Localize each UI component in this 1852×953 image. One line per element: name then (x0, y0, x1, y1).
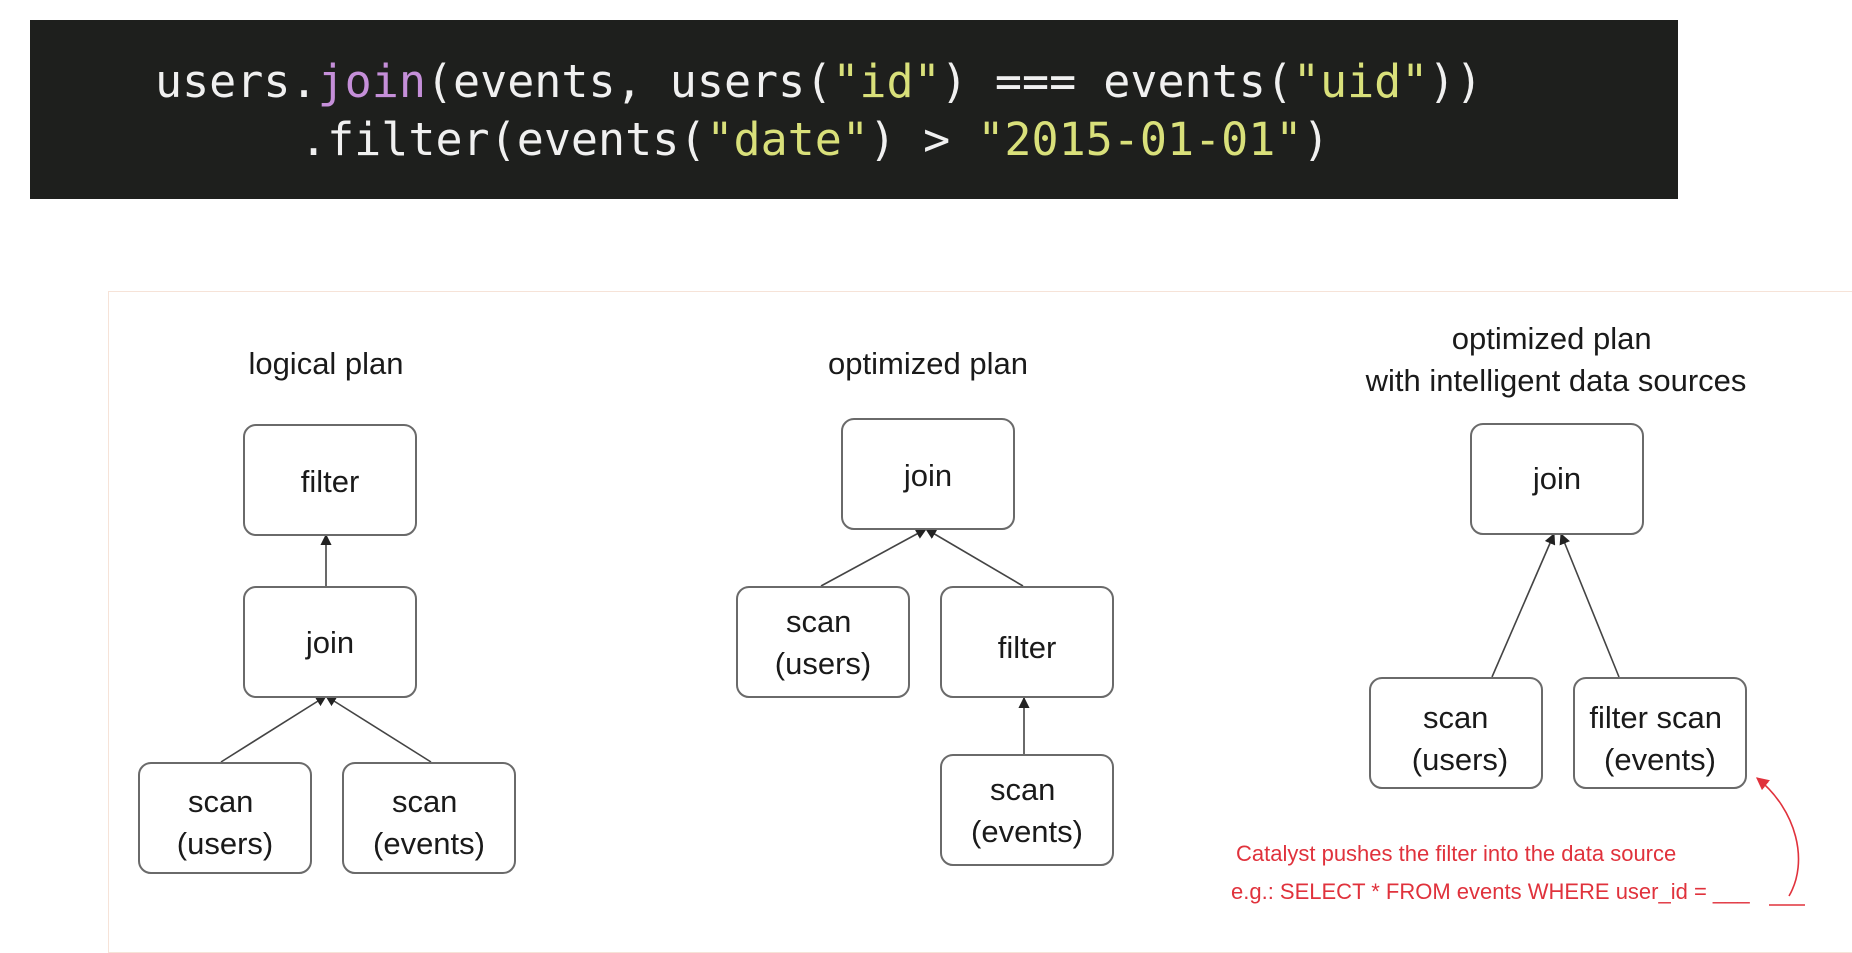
node-opt-scan-events-line-1: scan (990, 772, 1055, 807)
node-filter-label: filter (301, 464, 360, 499)
node-opt-scan-users-line-1: scan (786, 604, 851, 639)
code-token: "id" (832, 55, 941, 108)
node-int-filter-scan-events: filter scan (events) (1573, 677, 1747, 789)
node-int-scan-users: scan (users) (1369, 677, 1543, 789)
node-int-join-label: join (1532, 461, 1581, 496)
intelligent-plan: optimized plan with intelligent data sou… (1231, 321, 1805, 906)
edge-opt-scan-users-to-join (820, 528, 927, 587)
node-int-filter-scan-line-2: (events) (1604, 742, 1716, 777)
node-scan-users: scan (users) (138, 762, 312, 874)
edge-int-filter-scan-to-join (1559, 532, 1620, 678)
code-token: "uid" (1292, 55, 1429, 108)
edge-opt-filter-to-join (925, 528, 1024, 587)
code-token: ) === events( (940, 55, 1293, 108)
node-scan-events-line-1: scan (392, 784, 457, 819)
code-token: "date" (706, 113, 869, 166)
intelligent-plan-title-line-1: optimized plan (1452, 321, 1652, 356)
code-token: .filter(events( (300, 113, 707, 166)
node-opt-join-label: join (903, 458, 952, 493)
edge-scan-users-to-join (220, 695, 327, 763)
code-token: ) (1302, 113, 1330, 166)
annotation-line-1: Catalyst pushes the filter into the data… (1236, 841, 1676, 866)
svg-text:join: join (305, 625, 354, 660)
node-int-scan-users-line-2: (users) (1412, 742, 1508, 777)
code-token: users. (155, 55, 318, 108)
svg-text:scan (users): scan (users) (177, 784, 273, 861)
svg-text:filter scan (events): filter scan (events) (1589, 700, 1730, 777)
query-plan-diagram: logical plan filter join s (108, 291, 1852, 953)
node-opt-scan-events-line-2: (events) (971, 814, 1083, 849)
optimized-plan: optimized plan join scan (users) (736, 346, 1114, 866)
node-opt-filter-label: filter (998, 630, 1057, 665)
annotation-line-2: e.g.: SELECT * FROM events WHERE user_id… (1231, 879, 1750, 904)
logical-plan-title-line: logical plan (248, 346, 403, 381)
node-scan-events: scan (events) (342, 762, 516, 874)
code-token: ) > (868, 113, 978, 166)
code-line-1: users.join(events, users("id") === event… (155, 54, 1483, 110)
logical-plan-title: logical plan (248, 346, 403, 381)
node-opt-scan-events: scan (events) (940, 754, 1114, 866)
code-token: (events, users( (425, 55, 833, 108)
svg-text:filter: filter (301, 464, 360, 499)
code-snippet: users.join(events, users("id") === event… (30, 20, 1678, 199)
node-scan-users-line-2: (users) (177, 826, 273, 861)
node-opt-scan-users-line-2: (users) (775, 646, 871, 681)
code-token: join (317, 55, 426, 108)
pushdown-arrow (1756, 777, 1800, 897)
node-int-scan-users-line-1: scan (1423, 700, 1488, 735)
code-line-2: .filter(events("date") > "2015-01-01") (300, 112, 1330, 168)
svg-text:scan (events): scan (events) (373, 784, 485, 861)
svg-text:join: join (1532, 461, 1581, 496)
node-int-filter-scan-line-1: filter scan (1589, 700, 1722, 735)
node-opt-filter: filter (940, 586, 1114, 698)
code-token: "2015-01-01" (977, 113, 1303, 166)
optimized-plan-title: optimized plan (828, 346, 1028, 381)
svg-text:scan (users): scan (users) (1412, 700, 1508, 777)
optimized-plan-title-line: optimized plan (828, 346, 1028, 381)
intelligent-plan-title: optimized plan with intelligent data sou… (1365, 321, 1747, 398)
svg-text:scan (users): scan (users) (775, 604, 871, 681)
svg-text:filter: filter (998, 630, 1057, 665)
node-filter: filter (243, 424, 417, 536)
node-join: join (243, 586, 417, 698)
node-opt-join: join (841, 418, 1015, 530)
svg-text:scan (events): scan (events) (971, 772, 1083, 849)
node-scan-users-line-1: scan (188, 784, 253, 819)
intelligent-plan-title-line-2: with intelligent data sources (1365, 363, 1747, 398)
node-join-label: join (305, 625, 354, 660)
node-int-join: join (1470, 423, 1644, 535)
node-scan-events-line-2: (events) (373, 826, 485, 861)
node-opt-scan-users: scan (users) (736, 586, 910, 698)
code-token: )) (1428, 55, 1483, 108)
edge-int-scan-users-to-join (1491, 532, 1556, 678)
svg-text:join: join (903, 458, 952, 493)
edge-scan-events-to-join (325, 695, 432, 763)
logical-plan: logical plan filter join s (138, 346, 516, 874)
diagram-canvas: logical plan filter join s (138, 321, 1805, 906)
